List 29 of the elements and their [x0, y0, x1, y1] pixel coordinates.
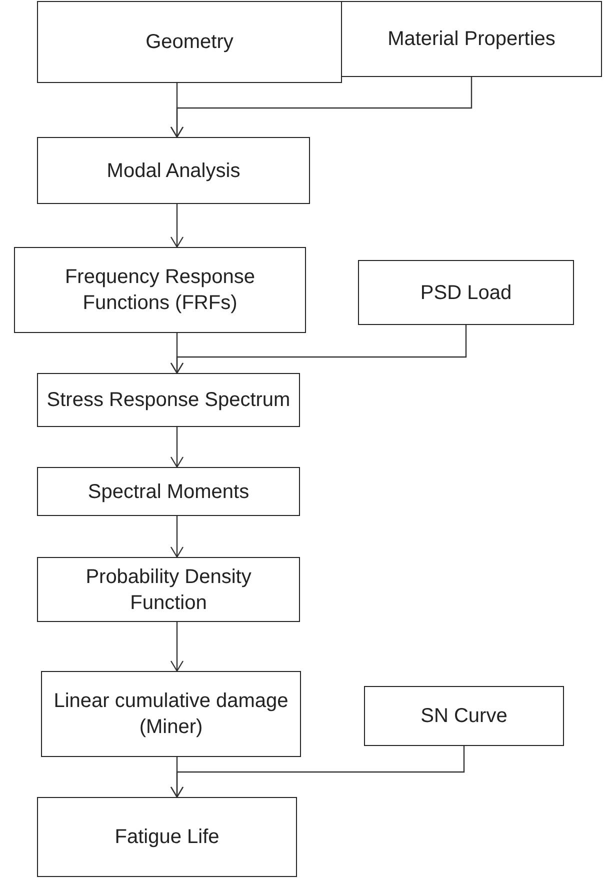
arrow	[170, 427, 184, 468]
process-box	[341, 1, 602, 77]
arrow	[170, 516, 184, 558]
process-box	[14, 247, 306, 333]
box-label: Material Properties	[388, 27, 556, 52]
process-box	[364, 686, 564, 746]
box-label: Geometry	[146, 30, 234, 55]
process-box	[37, 373, 300, 427]
arrow	[170, 77, 472, 138]
box-label: SN Curve	[420, 704, 508, 729]
process-box	[37, 1, 342, 83]
arrow	[170, 325, 467, 374]
box-label: Linear cumulative damage (Miner)	[52, 689, 290, 740]
arrow	[170, 622, 184, 672]
process-box	[37, 557, 300, 622]
process-box	[37, 797, 297, 877]
process-box	[37, 137, 310, 204]
process-box	[41, 671, 301, 757]
arrow	[170, 204, 184, 248]
process-box	[358, 260, 574, 325]
box-label: Stress Response Spectrum	[46, 388, 290, 413]
arrow	[170, 746, 465, 798]
box-label: Fatigue Life	[114, 825, 220, 850]
box-label: Frequency Response Functions (FRFs)	[64, 265, 256, 316]
box-label: Probability Density Function	[84, 564, 252, 616]
process-box	[37, 467, 300, 516]
box-label: Spectral Moments	[88, 480, 250, 504]
box-label: Modal Analysis	[106, 158, 240, 184]
box-label: PSD Load	[420, 280, 512, 306]
